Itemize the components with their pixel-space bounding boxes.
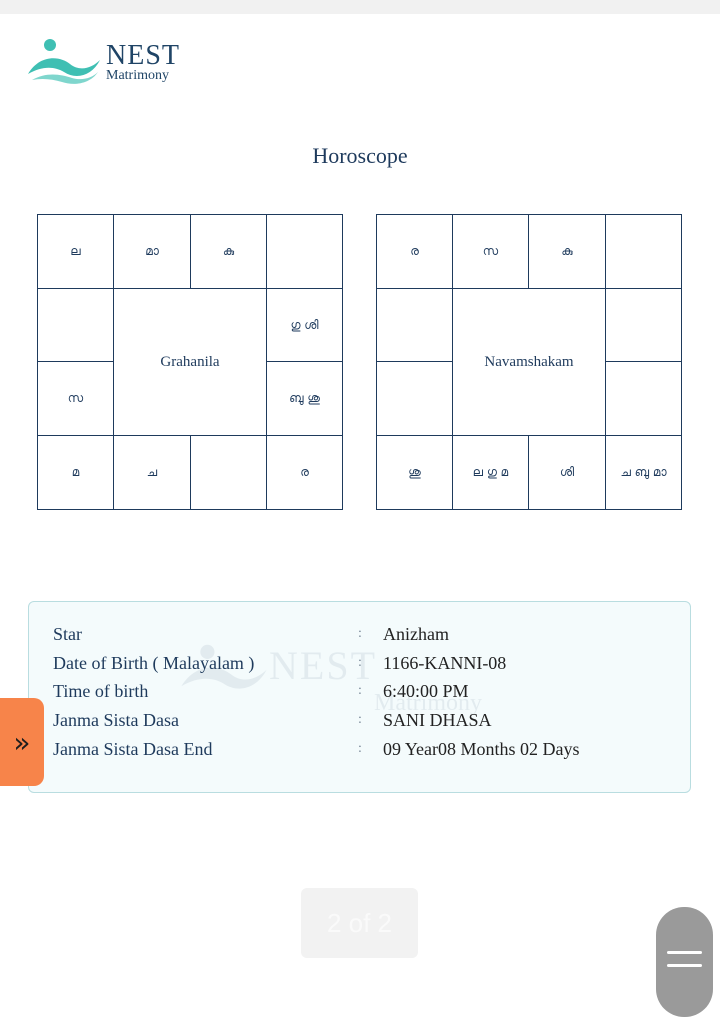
detail-separator: : [358, 712, 362, 727]
watermark-logo-icon [181, 644, 267, 689]
grahanila-top-4 [266, 214, 343, 289]
navamshakam-top-3: കു [528, 214, 606, 289]
detail-label: Janma Sista Dasa [53, 710, 179, 730]
navamshakam-top-2: സ [452, 214, 529, 289]
grahanila-right-2: ബു ശു [266, 361, 343, 436]
grahanila-right-1: ഗു ശി [266, 288, 343, 362]
navamshakam-bottom-4: ച ബു മാ [605, 435, 682, 510]
navamshakam-right-1 [605, 288, 682, 362]
navamshakam-center-label: Navamshakam [452, 288, 606, 436]
grahanila-bottom-3 [190, 435, 267, 510]
navamshakam-left-1 [376, 288, 453, 362]
detail-label: Date of Birth ( Malayalam ) [53, 653, 255, 673]
navamshakam-top-4 [605, 214, 682, 289]
detail-value: SANI DHASA [383, 710, 492, 730]
grahanila-top-1: ല [37, 214, 114, 289]
detail-label: Janma Sista Dasa End [53, 739, 213, 759]
scroll-handle[interactable] [656, 907, 713, 1017]
logo-subtitle: Matrimony [106, 68, 169, 83]
detail-value: Anizham [383, 624, 449, 644]
navamshakam-chart: ര സ കു Navamshakam ശു ല ഗു മ ശി ച ബു മാ [376, 214, 682, 510]
page-title: Horoscope [312, 143, 408, 168]
top-bar [0, 0, 720, 14]
detail-separator: : [358, 626, 362, 641]
detail-separator: : [358, 655, 362, 670]
grahanila-center-label: Grahanila [113, 288, 267, 436]
expand-panel-button[interactable]: » [0, 698, 44, 786]
detail-separator: : [358, 741, 362, 756]
logo-wordmark: NEST [106, 40, 180, 71]
navamshakam-bottom-1: ശു [376, 435, 453, 510]
grahanila-left-2: സ [37, 361, 114, 436]
horoscope-details-panel: NEST Matrimony Star : Anizham Date of Bi… [28, 601, 691, 793]
navamshakam-bottom-3: ശി [528, 435, 606, 510]
grahanila-chart: ല മാ കു സ Grahanila ഗു ശി ബു ശു മ ച ര [37, 214, 343, 510]
detail-value: 09 Year08 Months 02 Days [383, 739, 580, 759]
grahanila-bottom-1: മ [37, 435, 114, 510]
detail-label: Star [53, 624, 82, 644]
detail-value: 6:40:00 PM [383, 681, 469, 701]
grahanila-bottom-4: ര [266, 435, 343, 510]
nest-matrimony-logo: NEST Matrimony [26, 38, 226, 88]
navamshakam-right-2 [605, 361, 682, 436]
navamshakam-bottom-2: ല ഗു മ [452, 435, 529, 510]
grahanila-left-1 [37, 288, 114, 362]
navamshakam-left-2 [376, 361, 453, 436]
detail-label: Time of birth [53, 681, 149, 701]
watermark-wordmark: NEST [269, 643, 377, 688]
watermark-subtitle: Matrimony [374, 690, 482, 716]
grahanila-top-2: മാ [113, 214, 191, 289]
grahanila-top-3: കു [190, 214, 267, 289]
page-indicator: 2 of 2 [301, 888, 418, 958]
grahanila-bottom-2: ച [113, 435, 191, 510]
navamshakam-top-1: ര [376, 214, 453, 289]
detail-value: 1166-KANNI-08 [383, 653, 507, 673]
detail-separator: : [358, 683, 362, 698]
nest-logo-icon [28, 39, 100, 84]
double-chevron-right-icon: » [13, 725, 31, 759]
